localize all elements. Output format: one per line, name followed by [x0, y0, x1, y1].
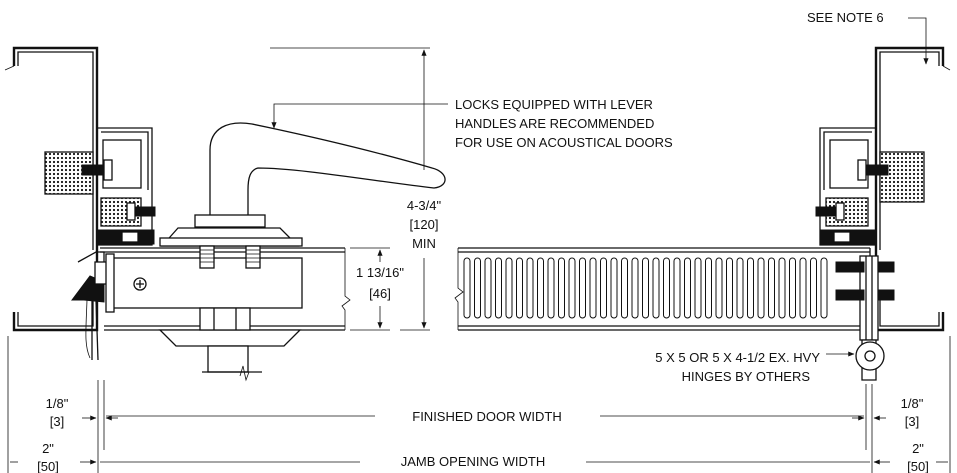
core-slot	[799, 257, 807, 319]
core-slot	[757, 257, 765, 319]
locks-note-line-3: FOR USE ON ACOUSTICAL DOORS	[455, 135, 673, 150]
core-slot	[747, 257, 754, 319]
core-slot	[526, 257, 534, 319]
core-slot	[789, 257, 796, 319]
screw-icon	[857, 159, 889, 181]
jamb-left-dim: 2"	[42, 441, 54, 456]
core-slot	[516, 257, 523, 319]
hinges-note-line-2: HINGES BY OTHERS	[682, 369, 811, 384]
door-panel-right	[458, 247, 871, 331]
core-slot	[694, 257, 702, 319]
locks-note-line-2: HANDLES ARE RECOMMENDED	[455, 116, 654, 131]
left-frame	[4, 46, 156, 361]
core-slot	[463, 257, 471, 319]
right-frame	[815, 46, 951, 381]
screw-icon	[81, 159, 113, 181]
jamb-right-dim-metric: [50]	[907, 459, 929, 473]
clearance-left-dim: 1/8"	[46, 396, 69, 411]
screw-icon	[815, 202, 845, 221]
core-slot	[715, 257, 723, 319]
jamb-right-dim: 2"	[912, 441, 924, 456]
finished-door-width-label: FINISHED DOOR WIDTH	[412, 409, 562, 424]
door-thickness-dim-metric: [46]	[369, 286, 391, 301]
core-slot	[768, 257, 775, 319]
acoustic-core	[463, 257, 828, 319]
core-slot	[589, 257, 597, 319]
core-slot	[558, 257, 565, 319]
core-slot	[631, 257, 639, 319]
locks-note-line-1: LOCKS EQUIPPED WITH LEVER	[455, 97, 653, 112]
see-note-label: SEE NOTE 6	[807, 10, 884, 25]
screw-icon	[126, 202, 156, 221]
core-slot	[736, 257, 744, 319]
core-slot	[579, 257, 586, 319]
hinge-icon	[835, 255, 895, 381]
dimension-lines	[7, 17, 951, 473]
clearance-right-dim: 1/8"	[901, 396, 924, 411]
jamb-left-dim-metric: [50]	[37, 459, 59, 473]
core-slot	[484, 257, 492, 319]
clearance-right-dim-metric: [3]	[905, 414, 919, 429]
core-slot	[495, 257, 502, 319]
core-slot	[568, 257, 576, 319]
lever-height-dim-min: MIN	[412, 236, 436, 251]
lever-handle	[158, 122, 446, 382]
core-slot	[547, 257, 555, 319]
core-slot	[673, 257, 681, 319]
clearance-left-dim-metric: [3]	[50, 414, 64, 429]
core-slot	[610, 257, 618, 319]
core-slot	[705, 257, 712, 319]
core-slot	[652, 257, 660, 319]
lever-height-dim: 4-3/4"	[407, 198, 442, 213]
core-slot	[778, 257, 786, 319]
core-slot	[820, 257, 828, 319]
core-slot	[642, 257, 649, 319]
core-slot	[621, 257, 628, 319]
core-slot	[537, 257, 544, 319]
core-slot	[600, 257, 607, 319]
acoustic-seal-block	[879, 151, 925, 203]
door-thickness-dim: 1 13/16"	[356, 265, 404, 280]
core-slot	[505, 257, 513, 319]
hinges-note-line-1: 5 X 5 OR 5 X 4-1/2 EX. HVY	[655, 350, 820, 365]
jamb-opening-width-label: JAMB OPENING WIDTH	[401, 454, 545, 469]
core-slot	[810, 257, 817, 319]
lever-height-dim-metric: [120]	[410, 217, 439, 232]
core-slot	[726, 257, 733, 319]
core-slot	[474, 257, 481, 319]
core-slot	[684, 257, 691, 319]
core-slot	[663, 257, 670, 319]
